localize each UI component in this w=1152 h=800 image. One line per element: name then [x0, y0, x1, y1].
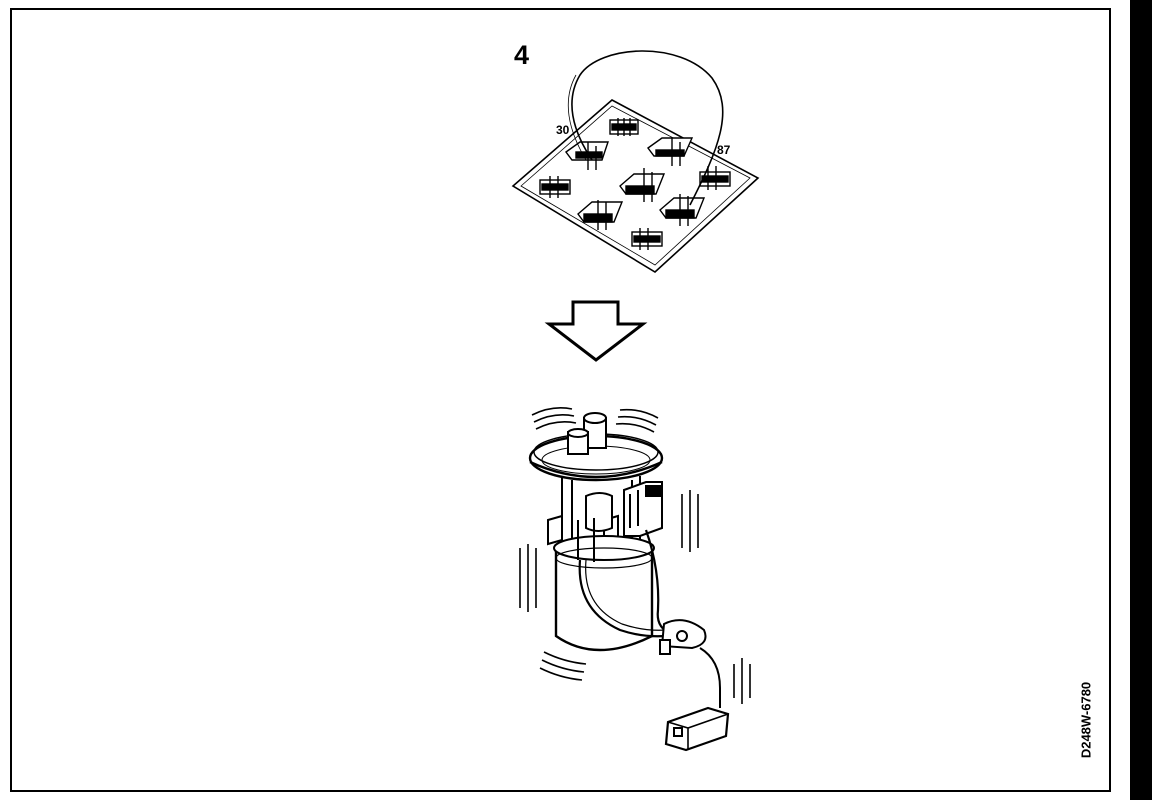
terminal-label-87: 87 [717, 143, 731, 157]
jumper-wire [571, 50, 724, 206]
socket-slot [609, 118, 639, 136]
socket-slot [647, 137, 694, 166]
reference-code: D248W-6780 [1078, 681, 1094, 759]
socket-slot [631, 228, 663, 250]
socket-slot [619, 168, 666, 202]
step-number: 4 [514, 40, 530, 70]
page-edge-bar [1130, 0, 1152, 800]
vibration-marks [519, 407, 751, 704]
socket-slot [539, 176, 571, 198]
diagram-frame [10, 8, 1111, 792]
down-arrow-icon [544, 300, 648, 362]
terminal-label-30: 30 [556, 123, 570, 137]
socket-slot [699, 166, 731, 190]
socket-slot [577, 200, 624, 230]
socket-slot-87 [659, 194, 706, 226]
fuel-pump-assembly [519, 407, 751, 752]
relay-socket [511, 50, 760, 273]
